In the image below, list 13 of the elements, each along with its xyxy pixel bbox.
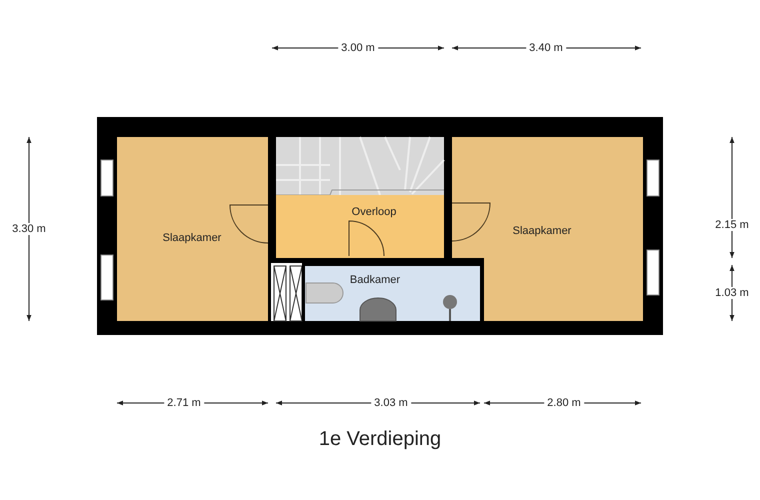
floor-title: 1e Verdieping — [318, 428, 442, 451]
dimension-label: 3.40 m — [526, 42, 566, 54]
room-label: Overloop — [352, 206, 396, 218]
room-label: Slaapkamer — [162, 232, 222, 244]
dimension-label: 3.03 m — [371, 397, 411, 409]
room-label: Slaapkamer — [512, 225, 572, 237]
dimension-label: 2.71 m — [164, 397, 204, 409]
dimension-label: 2.80 m — [544, 397, 584, 409]
dimension-label: 3.00 m — [338, 42, 378, 54]
room-label: Badkamer — [350, 274, 400, 286]
room-area — [452, 137, 643, 321]
room-area — [276, 195, 444, 258]
room-area — [117, 137, 268, 321]
